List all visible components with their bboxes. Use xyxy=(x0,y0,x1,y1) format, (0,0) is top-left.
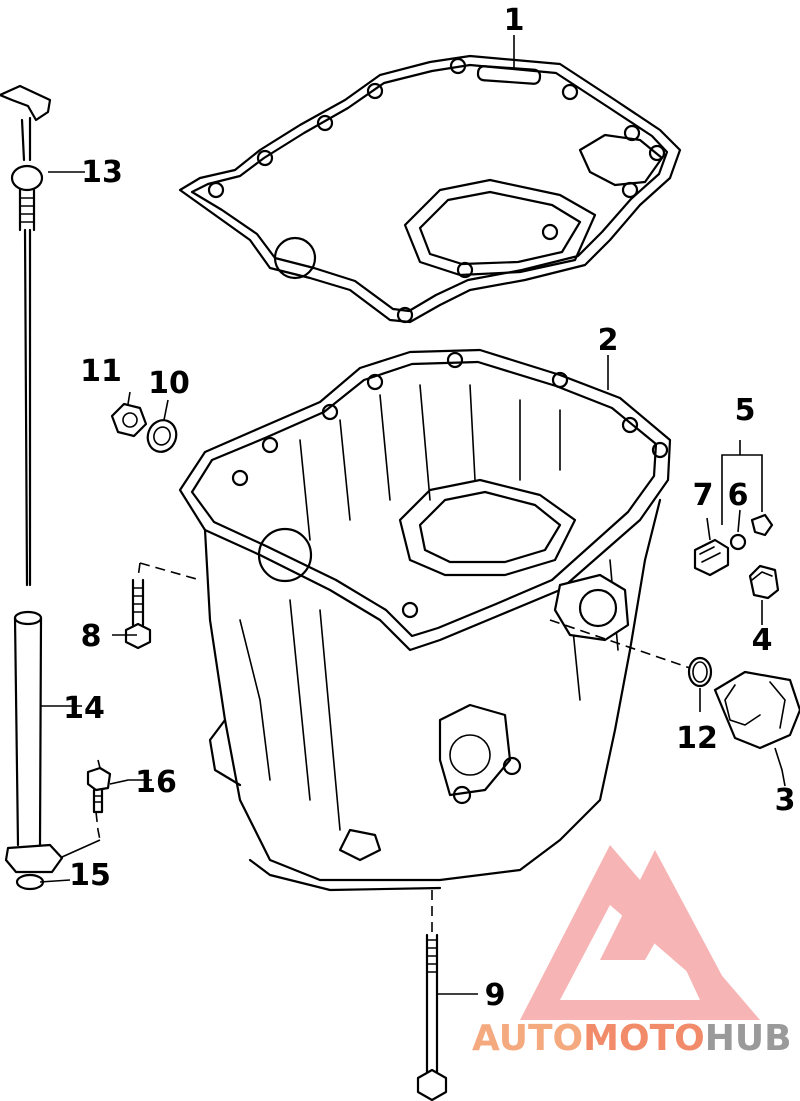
fitting-part-7 xyxy=(693,538,730,577)
dipstick-part-13 xyxy=(0,84,52,587)
callout-12: 12 xyxy=(676,721,718,756)
watermark-moto: MOTO xyxy=(583,1018,705,1059)
callout-4: 4 xyxy=(752,623,773,658)
callout-7: 7 xyxy=(693,478,714,513)
bolt-part-8 xyxy=(124,578,152,650)
callout-15: 15 xyxy=(69,858,111,893)
watermark-text: AUTOMOTOHUB xyxy=(472,1018,792,1059)
bolt-part-9 xyxy=(416,933,448,1101)
leader-lines xyxy=(39,35,786,995)
gasket-part-1 xyxy=(178,54,682,324)
cap-part-4 xyxy=(748,564,780,600)
watermark-hub: HUB xyxy=(705,1018,792,1059)
bolt-part-16 xyxy=(86,766,112,814)
callout-13: 13 xyxy=(81,155,123,190)
callout-10: 10 xyxy=(148,366,190,401)
callout-2: 2 xyxy=(598,323,619,358)
watermark-auto: AUTO xyxy=(472,1018,583,1059)
callout-1: 1 xyxy=(504,3,525,38)
washer-part-10 xyxy=(146,419,178,453)
o-ring-part-15 xyxy=(15,873,45,891)
callout-11: 11 xyxy=(80,354,122,389)
callout-16: 16 xyxy=(135,765,177,800)
callout-labels: 1 2 3 4 5 6 7 8 9 10 11 12 13 14 15 16 xyxy=(63,3,795,1013)
washer-part-6 xyxy=(729,533,747,551)
oil-pan-part-2 xyxy=(178,348,672,892)
callout-6: 6 xyxy=(728,478,749,513)
callout-3: 3 xyxy=(775,783,796,818)
callout-14: 14 xyxy=(63,691,105,726)
plug-part-11 xyxy=(110,402,148,438)
bolt-part-5 xyxy=(750,513,774,537)
watermark-logo xyxy=(520,845,760,1020)
guide-tube-part-14 xyxy=(4,610,64,874)
drain-plug-part-3 xyxy=(713,670,800,750)
callout-5: 5 xyxy=(735,393,756,428)
o-ring-part-12 xyxy=(687,656,713,688)
callout-9: 9 xyxy=(485,978,506,1013)
callout-8: 8 xyxy=(81,619,102,654)
